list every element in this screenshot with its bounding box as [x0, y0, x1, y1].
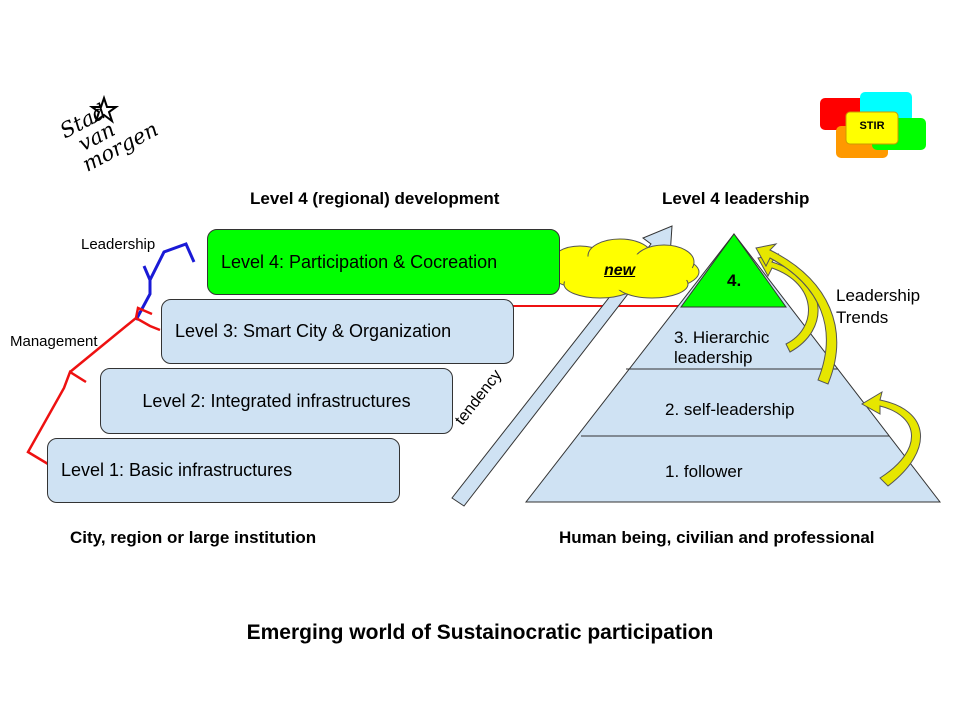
heading-level4-leadership: Level 4 leadership	[662, 189, 810, 208]
cloud-shape	[548, 238, 700, 299]
leadership-trends-line1: Leadership	[836, 286, 921, 305]
management-bracket	[26, 306, 161, 466]
leadership-trends-label: Leadership Trends	[836, 285, 920, 329]
stir-logo-label: STIR	[859, 120, 885, 132]
pyramid-top	[680, 233, 787, 308]
star-icon	[88, 94, 120, 124]
level-2-label: Level 2: Integrated infrastructures	[142, 390, 411, 411]
heading-regional-development: Level 4 (regional) development	[250, 189, 500, 208]
level-4-box: Level 4: Participation & Cocreation	[207, 229, 560, 295]
leadership-bracket-label: Leadership	[81, 236, 156, 253]
pyramid-level-2-label: 2. self-leadership	[665, 400, 795, 419]
stir-logo	[820, 92, 926, 158]
cloud-new-label: new	[604, 262, 636, 279]
level-3-label: Level 3: Smart City & Organization	[175, 321, 452, 341]
level-3-box: Level 3: Smart City & Organization	[161, 299, 514, 364]
pyramid-level-3-label-line1: 3. Hierarchic	[674, 328, 770, 347]
trend-arrows	[755, 243, 922, 487]
pyramid-level-3-label-line2: leadership	[674, 348, 753, 367]
level-1-box: Level 1: Basic infrastructures	[47, 438, 400, 503]
pyramid-body	[524, 233, 942, 503]
pyramid-level-4-label: 4.	[727, 271, 742, 290]
level-1-label: Level 1: Basic infrastructures	[61, 460, 293, 480]
management-bracket-label: Management	[10, 333, 98, 350]
pyramid-level-1-label: 1. follower	[665, 462, 743, 481]
main-title: Emerging world of Sustainocratic partici…	[246, 621, 714, 644]
pyramid	[524, 233, 942, 503]
heading-human-being: Human being, civilian and professional	[559, 528, 875, 547]
heading-city-region: City, region or large institution	[70, 528, 317, 547]
stad-van-morgen-logo: Stad van morgen	[56, 94, 162, 180]
leadership-trends-line2: Trends	[836, 308, 889, 327]
leadership-bracket	[134, 242, 196, 321]
level-2-box: Level 2: Integrated infrastructures	[100, 368, 453, 434]
level-4-label: Level 4: Participation & Cocreation	[221, 251, 498, 272]
